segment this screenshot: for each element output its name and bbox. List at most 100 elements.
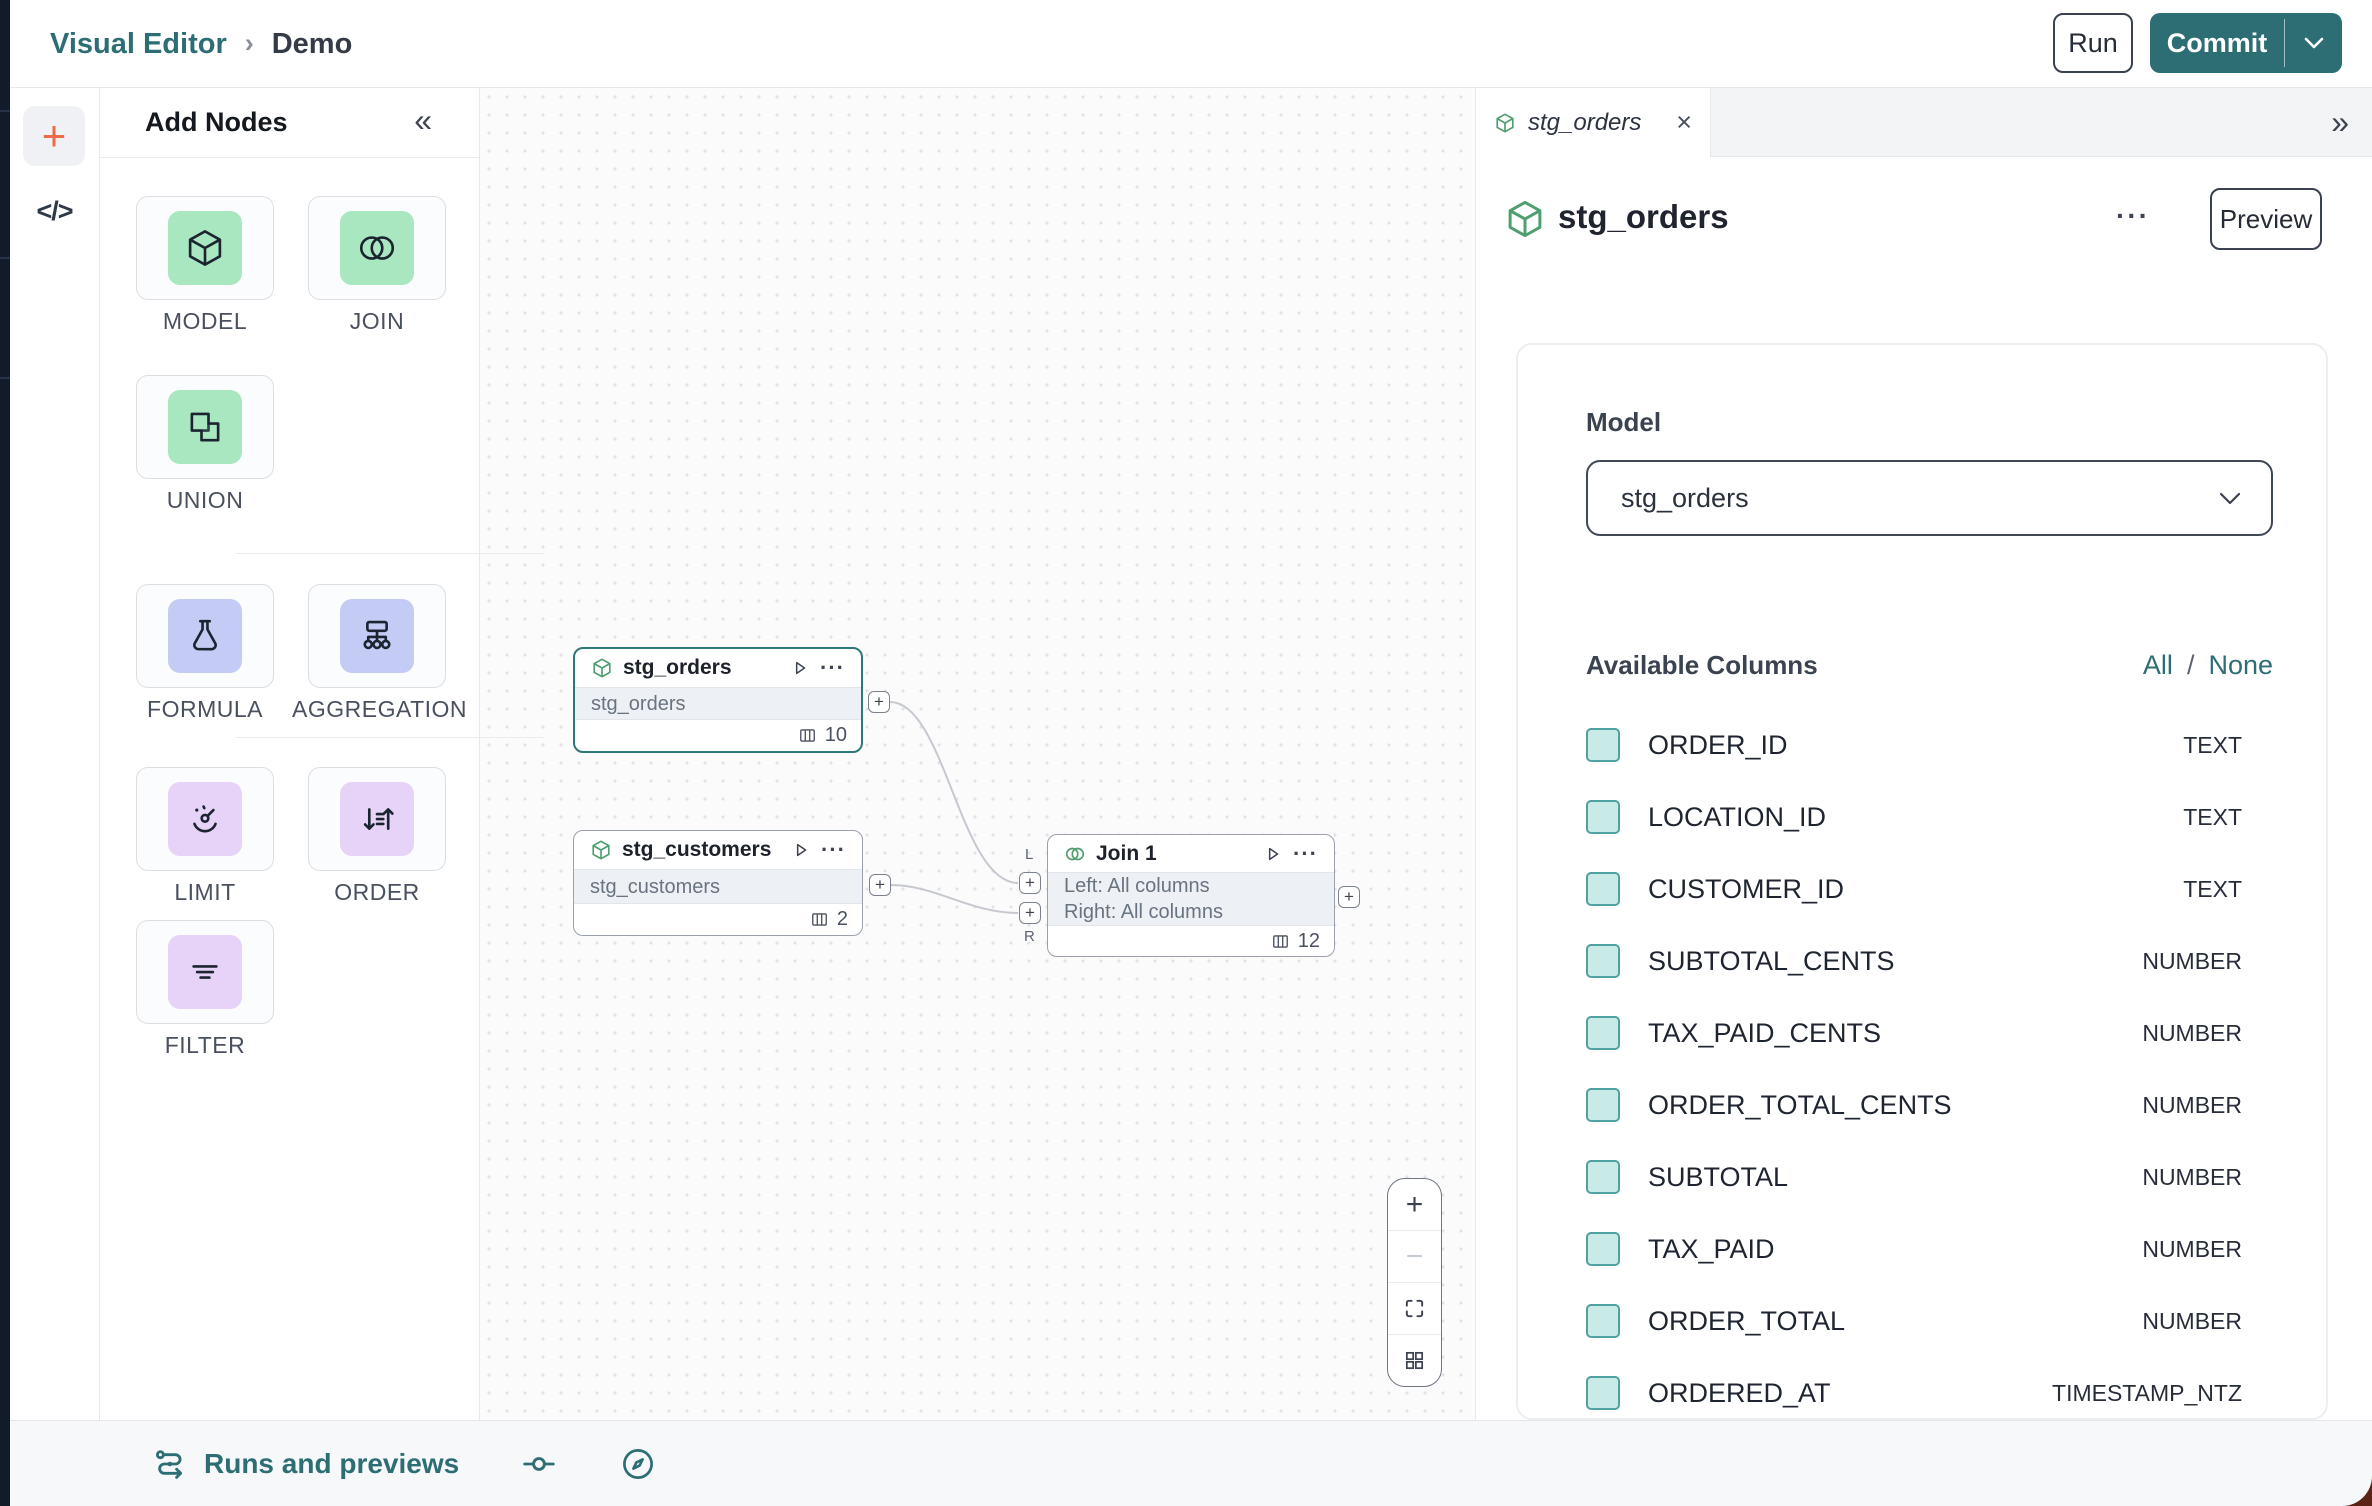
column-row: ORDER_TOTAL_CENTS NUMBER	[1518, 1081, 2326, 1129]
bottom-status-bar: Runs and previews	[10, 1420, 2372, 1506]
column-type: TEXT	[2183, 731, 2242, 758]
add-node-join-label: JOIN	[349, 308, 405, 334]
node-footer: 10	[575, 720, 861, 751]
play-icon[interactable]	[1263, 844, 1283, 864]
column-name: CUSTOMER_ID	[1648, 873, 1845, 904]
expand-panel-icon[interactable]: »	[2331, 103, 2349, 140]
node-footer: 12	[1048, 926, 1334, 956]
column-checkbox[interactable]	[1586, 1232, 1620, 1266]
add-node-formula[interactable]	[136, 584, 274, 688]
column-checkbox[interactable]	[1586, 800, 1620, 834]
cube-icon	[168, 211, 242, 285]
column-name: ORDER_ID	[1648, 729, 1788, 760]
model-select[interactable]: stg_orders	[1586, 460, 2273, 536]
node-model-ref: stg_orders	[575, 687, 861, 720]
column-checkbox[interactable]	[1586, 872, 1620, 906]
add-nodes-panel: Add Nodes « MODEL JOIN UNION	[100, 88, 544, 1420]
column-row: SUBTOTAL_CENTS NUMBER	[1518, 937, 2326, 985]
column-checkbox[interactable]	[1586, 728, 1620, 762]
column-checkbox[interactable]	[1586, 944, 1620, 978]
add-node-limit[interactable]	[136, 767, 274, 871]
add-node-order[interactable]	[308, 767, 446, 871]
add-nodes-header: Add Nodes «	[100, 88, 479, 158]
select-all-link[interactable]: All	[2142, 649, 2173, 680]
join-right-input-port[interactable]: +	[1019, 902, 1041, 924]
commit-split-button[interactable]: Commit	[2150, 13, 2342, 73]
output-port-join[interactable]: +	[1338, 886, 1360, 908]
inspector-more-icon[interactable]: ···	[2116, 200, 2150, 231]
node-header: stg_customers ···	[574, 831, 862, 869]
aggregation-tree-icon	[340, 599, 414, 673]
add-node-button[interactable]: +	[23, 106, 85, 166]
zoom-out-button[interactable]: −	[1388, 1231, 1441, 1283]
auto-layout-button[interactable]	[1388, 1335, 1441, 1386]
select-links: All / None	[2143, 650, 2273, 681]
strip-divider	[0, 110, 10, 112]
canvas-node-stg-orders[interactable]: stg_orders ··· stg_orders 10	[573, 647, 863, 753]
play-icon[interactable]	[791, 840, 811, 860]
output-port-stg-orders[interactable]: +	[868, 691, 890, 713]
node-more-icon[interactable]: ···	[821, 837, 846, 862]
node-more-icon[interactable]: ···	[820, 655, 845, 680]
node-title: Join 1	[1096, 841, 1157, 865]
add-node-union-label: UNION	[166, 487, 244, 513]
column-name: TAX_PAID	[1648, 1233, 1775, 1264]
strip-divider	[0, 377, 10, 379]
node-footer: 2	[574, 904, 862, 935]
collapse-panel-icon[interactable]: «	[414, 102, 432, 138]
column-checkbox[interactable]	[1586, 1160, 1620, 1194]
run-button[interactable]: Run	[2053, 13, 2133, 73]
model-config-card: Model stg_orders Available Columns All /…	[1516, 343, 2328, 1420]
column-checkbox[interactable]	[1586, 1376, 1620, 1410]
canvas-node-stg-customers[interactable]: stg_customers ··· stg_customers 2	[573, 830, 863, 936]
add-node-aggregation[interactable]	[308, 584, 446, 688]
runs-and-previews-toggle[interactable]: Runs and previews	[152, 1446, 459, 1482]
column-checkbox[interactable]	[1586, 1016, 1620, 1050]
output-port-stg-customers[interactable]: +	[869, 874, 891, 896]
available-columns-title: Available Columns	[1586, 649, 1818, 680]
add-node-filter[interactable]	[136, 920, 274, 1024]
select-none-link[interactable]: None	[2208, 649, 2273, 680]
add-node-join[interactable]	[308, 196, 446, 300]
explore-button[interactable]	[619, 1445, 657, 1483]
tab-stg-orders[interactable]: stg_orders ×	[1476, 88, 1711, 157]
play-icon[interactable]	[790, 658, 810, 678]
pipeline-canvas[interactable]: stg_orders ··· stg_orders 10 + stg_custo…	[480, 88, 1475, 1420]
page-title: Demo	[271, 27, 353, 60]
close-icon[interactable]: ×	[1676, 107, 1692, 137]
column-type: TIMESTAMP_NTZ	[2052, 1379, 2242, 1406]
edge-connections	[889, 701, 1019, 914]
commit-button[interactable]: Commit	[2166, 27, 2268, 58]
filter-lines-icon	[168, 935, 242, 1009]
join-left-input-port[interactable]: +	[1019, 872, 1041, 894]
inspector-title-row: stg_orders ··· Preview	[1476, 188, 2372, 252]
zoom-in-button[interactable]: +	[1388, 1179, 1441, 1231]
column-checkbox[interactable]	[1586, 1304, 1620, 1338]
preview-button[interactable]: Preview	[2210, 188, 2322, 250]
breadcrumb-root-link[interactable]: Visual Editor	[50, 27, 227, 60]
column-row: ORDER_TOTAL NUMBER	[1518, 1297, 2326, 1345]
commit-dropdown-button[interactable]	[2285, 13, 2342, 73]
fit-view-button[interactable]	[1388, 1283, 1441, 1335]
column-checkbox[interactable]	[1586, 1088, 1620, 1122]
strip-divider	[0, 257, 10, 259]
add-node-model[interactable]	[136, 196, 274, 300]
column-type: NUMBER	[2142, 1091, 2242, 1118]
add-node-union[interactable]	[136, 375, 274, 479]
breadcrumb: Visual Editor › Demo	[50, 0, 352, 88]
code-view-button[interactable]: </>	[36, 196, 73, 226]
git-commit-icon	[523, 1456, 555, 1471]
chevron-down-icon	[2304, 37, 2323, 49]
commit-divider	[2284, 19, 2285, 67]
node-header: stg_orders ···	[575, 649, 861, 687]
node-model-ref: stg_customers	[574, 869, 862, 904]
node-column-count: 12	[1297, 930, 1320, 952]
column-name: ORDERED_AT	[1648, 1377, 1831, 1408]
node-join-config: Left: All columns Right: All columns	[1048, 872, 1334, 926]
commit-node-button[interactable]	[521, 1446, 557, 1482]
node-more-icon[interactable]: ···	[1293, 840, 1318, 866]
column-name: ORDER_TOTAL	[1648, 1305, 1846, 1336]
canvas-zoom-controls: + −	[1387, 1178, 1442, 1387]
canvas-node-join-1[interactable]: Join 1 ··· Left: All columns Right: All …	[1047, 834, 1335, 957]
tab-label: stg_orders	[1528, 108, 1642, 136]
